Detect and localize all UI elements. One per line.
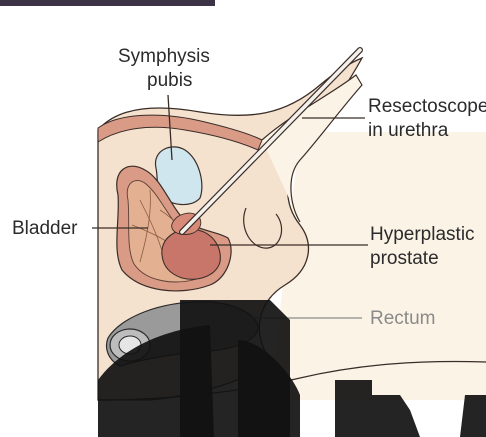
label-hyperplastic-line1: Hyperplastic	[370, 224, 475, 245]
label-symphysis-line2: pubis	[147, 70, 192, 91]
hyperplastic-prostate	[162, 229, 220, 279]
top-border-bar	[0, 0, 215, 6]
label-resectoscope-line1: Resectoscope	[368, 96, 486, 117]
label-symphysis-line1: Symphysis	[118, 46, 210, 67]
label-hyperplastic-line2: prostate	[370, 248, 439, 269]
label-resectoscope-line2: in urethra	[368, 120, 449, 141]
label-rectum: Rectum	[370, 308, 435, 329]
label-bladder: Bladder	[12, 218, 78, 239]
